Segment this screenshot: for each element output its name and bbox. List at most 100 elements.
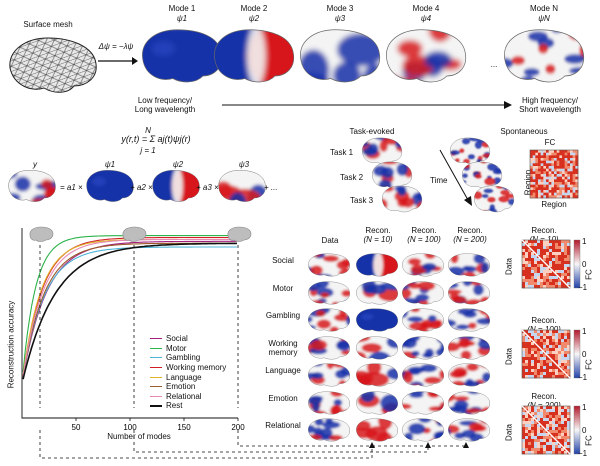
gray-brain-icon [122, 226, 147, 242]
fc-panel-title: Recon.(N = 10) [529, 226, 559, 244]
colorbar-tick-top: 1 [582, 327, 587, 336]
grid-brain [356, 418, 398, 442]
legend-swatch [150, 404, 162, 407]
high-frequency-label: High frequency/Short wavelength [519, 96, 581, 114]
term-a3: + a3 × [196, 183, 219, 192]
spontaneous-fc-matrix [529, 149, 579, 199]
mode-title: Mode 3 [326, 4, 354, 13]
frequency-arrow [222, 101, 512, 109]
psi3-label: ψ3 [238, 160, 250, 169]
region-x-label: Region [541, 200, 567, 209]
colorbar-tick-top: 1 [582, 403, 587, 412]
colorbar-tick-bottom: −1 [578, 283, 588, 292]
mode-title: Mode 1 [168, 4, 196, 13]
equation-brain [218, 170, 266, 202]
grid-brain [308, 335, 350, 359]
mode-sum-equation: y(r,t) = Σ aj(t)ψj(r) [121, 134, 191, 144]
fc-colorbar [573, 239, 581, 289]
fc-data-label: Data [504, 348, 514, 365]
mode-brain [214, 29, 295, 83]
fc-panel-title: Recon.(N = 200) [527, 392, 561, 410]
legend-item: Social [150, 334, 250, 344]
grid-brain [308, 280, 350, 304]
fc-matrix [521, 239, 571, 289]
grid-brain [402, 418, 444, 442]
task-brain [372, 161, 413, 189]
spontaneous-brain [450, 137, 491, 165]
grid-brain [402, 363, 444, 387]
gray-brain-icon [227, 226, 252, 242]
legend-item: Relational [150, 392, 250, 402]
equation-brain [86, 170, 134, 202]
legend-label: Gambling [166, 353, 201, 363]
legend-item: Motor [150, 344, 250, 354]
spontaneous-title: Spontaneous [500, 127, 548, 136]
grid-brain [448, 253, 490, 277]
legend-swatch [150, 338, 162, 340]
grid-brain [308, 308, 350, 332]
legend-label: Working memory [166, 363, 227, 373]
grid-brain [448, 418, 490, 442]
colorbar-tick-mid: 0 [582, 260, 587, 269]
equation-brain [152, 170, 200, 202]
legend-item: Working memory [150, 363, 250, 373]
mode-symbol: ψ2 [248, 14, 260, 23]
term-ellipsis: + ... [264, 183, 278, 192]
legend-swatch [150, 367, 162, 369]
grid-brain [308, 253, 350, 277]
fc-matrix [521, 329, 571, 379]
fc-matrix [521, 405, 571, 455]
colorbar-tick-mid: 0 [582, 426, 587, 435]
grid-brain [402, 390, 444, 414]
grid-brain [448, 280, 490, 304]
surface-mesh-brain [9, 37, 97, 93]
x-tick-label: 150 [177, 423, 191, 432]
grid-row-label: Gambling [265, 311, 301, 320]
colorbar-label: FC [584, 435, 594, 446]
grid-brain [356, 335, 398, 359]
grid-column-header: Recon.(N = 200) [453, 226, 487, 244]
grid-brain [402, 308, 444, 332]
fc-colorbar [573, 329, 581, 379]
legend-swatch [150, 395, 162, 397]
legend-label: Relational [166, 391, 202, 401]
legend-label: Language [166, 372, 202, 382]
mode-brain [142, 29, 223, 83]
task-2-label: Task 2 [340, 173, 364, 182]
task-evoked-title: Task-evoked [349, 127, 395, 136]
legend-swatch [150, 386, 162, 388]
legend-label: Rest [166, 401, 183, 411]
equation-brain [8, 170, 56, 202]
grid-row-label: Emotion [268, 393, 298, 403]
x-tick-label: 50 [72, 423, 81, 432]
legend-swatch [150, 376, 162, 378]
chart-legend: Social Motor Gambling Working memory Lan… [150, 334, 250, 411]
grid-brain [356, 308, 398, 332]
grid-brain [448, 308, 490, 332]
mode-brain [386, 29, 467, 83]
fc-data-label: Data [504, 424, 514, 441]
y-label: y [33, 160, 37, 169]
legend-swatch [150, 357, 162, 359]
time-label: Time [430, 176, 448, 185]
grid-brain [308, 363, 350, 387]
grid-brain [402, 253, 444, 277]
legend-item: Emotion [150, 382, 250, 392]
legend-label: Motor [166, 343, 187, 353]
mode-symbol: ψ1 [176, 14, 188, 23]
surface-mesh-label: Surface mesh [23, 20, 73, 29]
colorbar-tick-mid: 0 [582, 350, 587, 359]
task-3-label: Task 3 [350, 196, 374, 205]
spontaneous-brain [462, 161, 503, 189]
grid-brain [356, 280, 398, 304]
mode-brain [300, 29, 381, 83]
legend-item: Language [150, 372, 250, 382]
spontaneous-brain [474, 185, 515, 213]
gray-brain-icon [29, 226, 54, 242]
low-frequency-label: Low frequency/Long wavelength [134, 96, 196, 114]
mode-title: Mode N [529, 4, 558, 13]
grid-brain [448, 390, 490, 414]
mode-title: Mode 4 [412, 4, 440, 13]
